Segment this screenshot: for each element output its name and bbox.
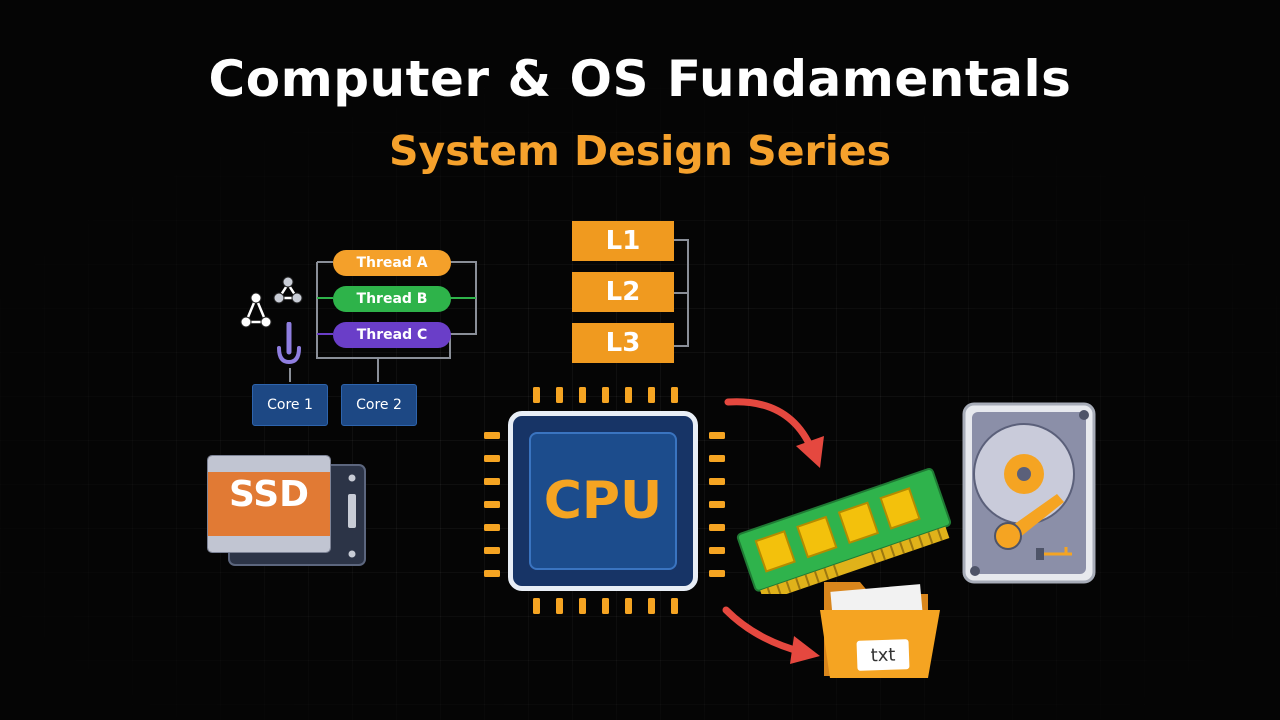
core-2: Core 2 bbox=[341, 384, 417, 426]
cache-l2: L2 bbox=[572, 272, 674, 312]
hard-drive-icon bbox=[962, 402, 1096, 584]
ssd-icon: SSD bbox=[208, 456, 330, 552]
process-graph-icon bbox=[240, 276, 303, 328]
ram-module-icon bbox=[736, 468, 952, 594]
page-subtitle: System Design Series bbox=[389, 127, 891, 175]
thread-a-pill: Thread A bbox=[333, 250, 451, 276]
cache-l1: L1 bbox=[572, 221, 674, 261]
red-arrow-icon-2 bbox=[722, 606, 820, 664]
core-1: Core 1 bbox=[252, 384, 328, 426]
thread-b-pill: Thread B bbox=[333, 286, 451, 312]
cpu-pins bbox=[484, 387, 725, 614]
file-label: txt bbox=[856, 639, 910, 671]
cpu-label: CPU bbox=[529, 432, 677, 570]
page-title: Computer & OS Fundamentals bbox=[208, 50, 1072, 108]
red-arrow-icon bbox=[724, 398, 824, 468]
cache-l3: L3 bbox=[572, 323, 674, 363]
cpu-chip-icon: CPU bbox=[508, 411, 698, 591]
thread-c-pill: Thread C bbox=[333, 322, 451, 348]
ssd-label: SSD bbox=[228, 474, 310, 515]
fork-icon bbox=[277, 322, 301, 365]
